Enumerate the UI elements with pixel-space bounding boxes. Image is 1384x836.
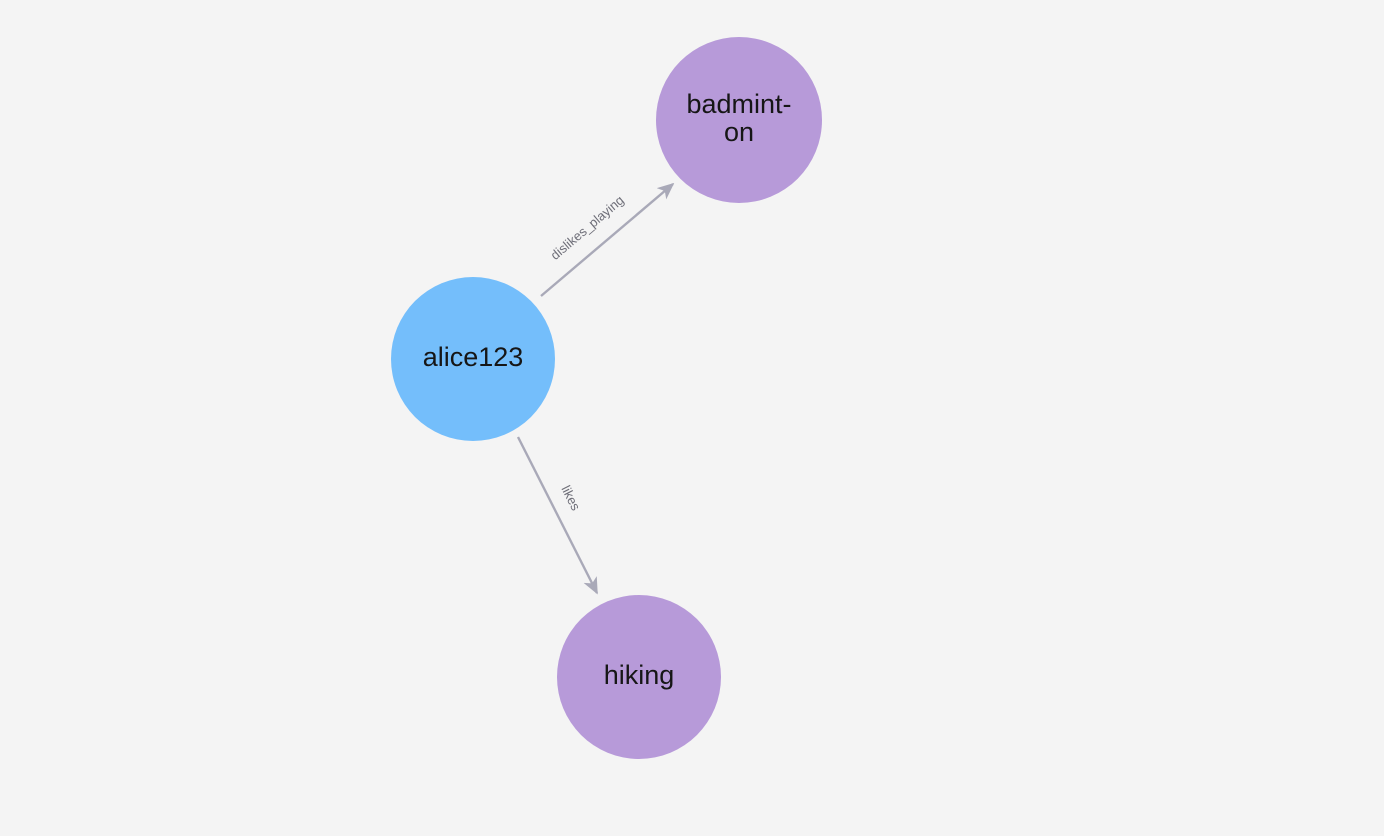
graph-node[interactable]: alice123: [391, 277, 555, 441]
node-circle-hiking[interactable]: [557, 595, 721, 759]
edges-layer: [516, 182, 675, 595]
graph-node[interactable]: hiking: [557, 595, 721, 759]
node-circle-badminton[interactable]: [656, 37, 822, 203]
edge-label: likes: [558, 483, 583, 513]
node-circle-alice123[interactable]: [391, 277, 555, 441]
edge-label: dislikes_playing: [548, 192, 627, 262]
graph-node[interactable]: badmint-on: [656, 37, 822, 203]
graph-edge[interactable]: [516, 436, 599, 595]
graph-edge[interactable]: [540, 182, 675, 297]
nodes-layer: alice123 badmint-on hiking: [391, 37, 822, 759]
